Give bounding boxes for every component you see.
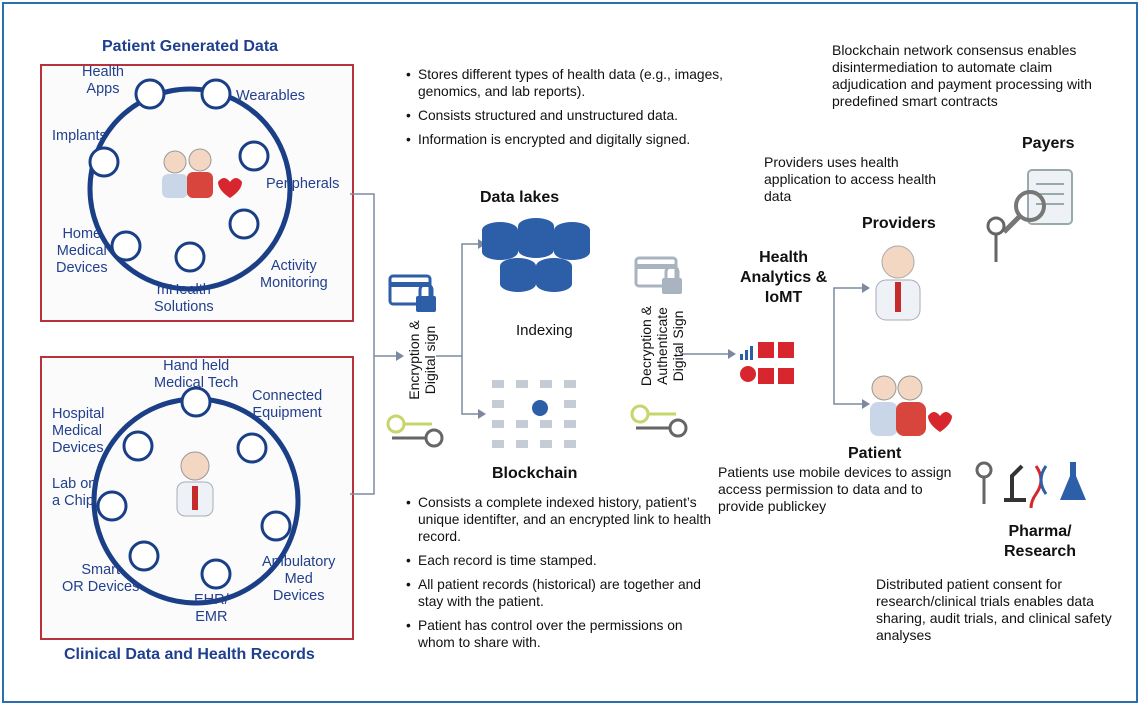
database-icon (482, 218, 590, 292)
blockchain-bullet: Patient has control over the permissions… (402, 617, 718, 651)
mhealth-icon (174, 241, 206, 273)
data-lakes-bullet: Information is encrypted and digitally s… (402, 131, 752, 148)
payers-note: Blockchain network consensus enables dis… (832, 42, 1092, 109)
analytics-title: Health Analytics & IoMT (740, 249, 828, 306)
label-mhealth: mHealth Solutions (154, 282, 214, 315)
hospital-icon (122, 430, 154, 462)
patient-ring (87, 86, 293, 292)
lock-card-icon-2 (634, 256, 682, 294)
implants-icon (88, 146, 120, 178)
indexing-label: Indexing (516, 322, 573, 339)
smart-or-icon (128, 540, 160, 572)
patient-icon (870, 375, 952, 436)
data-lakes-bullet: Consists structured and unstructured dat… (402, 107, 752, 124)
label-wearables: Wearables (236, 88, 306, 104)
label-home-medical: Home Medical Devices (56, 226, 108, 276)
provider-icon (875, 245, 921, 321)
blockchain-bullet: Consists a complete indexed history, pat… (402, 494, 718, 545)
blockchain-bullet: Each record is time stamped. (402, 552, 718, 569)
activity-icon (228, 208, 260, 240)
label-hospital: Hospital Medical Devices (52, 406, 105, 456)
pharma-icon (975, 461, 1086, 508)
label-implants: Implants (52, 128, 107, 144)
label-handheld: Hand held Medical Tech (154, 358, 239, 391)
clinical-title: Clinical Data and Health Records (64, 646, 315, 663)
blockchain-title: Blockchain (492, 465, 578, 482)
handheld-icon (180, 386, 212, 418)
encryption-label: Encryption & Digital sign (406, 320, 438, 400)
analytics-icon (740, 342, 794, 384)
label-ehr: EHR/ EMR (194, 592, 229, 625)
decryption-label: Decryption & Authenticate Digital Sign (638, 305, 686, 387)
payers-icon (986, 169, 1073, 262)
person-icon (163, 150, 187, 174)
clinical-ring-svg (91, 386, 301, 606)
payers-title: Payers (1022, 135, 1075, 152)
connected-icon (236, 432, 268, 464)
blockchain-bullet: All patient records (historical) are tog… (402, 576, 718, 610)
providers-title: Providers (862, 215, 936, 232)
wearables-icon (200, 78, 232, 110)
ehr-icon (200, 558, 232, 590)
patient-generated-title: Patient Generated Data (102, 38, 279, 55)
label-ambulatory: Ambulatory Med Devices (262, 554, 336, 604)
peripherals-icon (238, 140, 270, 172)
keys-icon-2 (630, 404, 688, 438)
lock-card-icon (388, 274, 436, 312)
health-apps-icon (134, 78, 166, 110)
data-lakes-title: Data lakes (480, 189, 560, 206)
pharma-note: Distributed patient consent for research… (876, 576, 1112, 643)
patient-ring-svg (87, 78, 293, 292)
blockchain-bullets: Consists a complete indexed history, pat… (402, 494, 718, 658)
patient-title: Patient (848, 445, 902, 462)
label-lab-chip: Lab on a Chip (52, 476, 97, 509)
patient-note: Patients use mobile devices to assign ac… (718, 464, 952, 514)
data-lakes-bullets: Stores different types of health data (e… (402, 66, 752, 155)
data-lakes-bullet: Stores different types of health data (e… (402, 66, 752, 100)
providers-note: Providers uses health application to acc… (764, 154, 936, 204)
doctor-icon (180, 451, 210, 481)
pharma-title: Pharma/ Research (1004, 523, 1077, 560)
ambulatory-icon (260, 510, 292, 542)
keys-icon (386, 414, 444, 448)
label-peripherals: Peripherals (266, 176, 340, 192)
label-health-apps: Health Apps (82, 64, 124, 97)
label-smart-or: Smart OR Devices (62, 562, 140, 595)
lab-chip-icon (96, 490, 128, 522)
label-activity: Activity Monitoring (260, 258, 328, 291)
home-medical-icon (110, 230, 142, 262)
blockchain-grid-icon (492, 380, 576, 448)
label-connected: Connected Equipment (252, 388, 323, 421)
heart-icon (218, 178, 242, 198)
